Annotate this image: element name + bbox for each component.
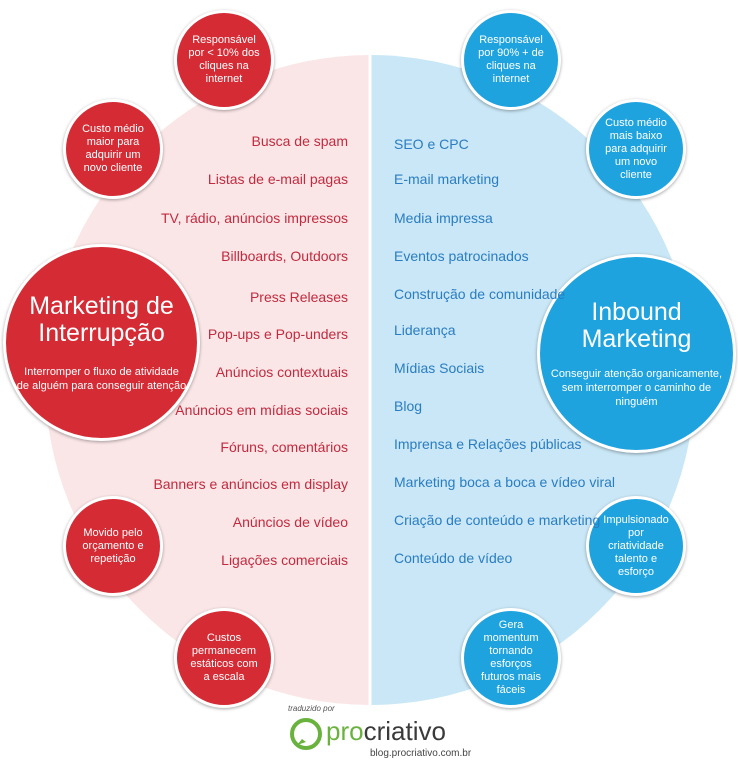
list-item: Media impressa (394, 210, 493, 226)
list-item: Eventos patrocinados (394, 248, 529, 264)
footer-credit: traduzido por procriativo blog.procriati… (288, 704, 488, 770)
interruption-tactics-list: Busca de spam Listas de e-mail pagas TV,… (153, 0, 348, 568)
left-bubble-budget: Movido pelo orçamento e repetição (63, 496, 163, 596)
right-bubble-click-share: Responsável por 90% + de cliques na inte… (461, 10, 561, 110)
list-item: Billboards, Outdoors (221, 248, 348, 264)
list-item: SEO e CPC (394, 136, 469, 152)
right-bubble-cost: Custo médio mais baixo para adquirir um … (586, 99, 686, 199)
translated-by-label: traduzido por (288, 704, 335, 713)
list-item: Listas de e-mail pagas (207, 171, 348, 187)
left-bubble-text: Custo médio maior para adquirir um novo … (82, 123, 144, 174)
procriativo-logo-icon (290, 718, 322, 750)
list-item: Anúncios em mídias sociais (175, 402, 348, 418)
right-bubble-text: Responsável por 90% + de cliques na inte… (478, 34, 544, 85)
left-bubble-cost: Custo médio maior para adquirir um novo … (63, 99, 163, 199)
brand-criativo: criativo (363, 716, 446, 746)
list-item: Criação de conteúdo e marketing (394, 512, 601, 528)
right-bubble-text: Impulsionado por criatividade talento e … (603, 513, 669, 578)
list-item: Fóruns, comentários (220, 439, 348, 455)
inbound-tactics-list: SEO e CPC E-mail marketing Media impress… (394, 0, 615, 566)
left-bubble-click-share: Responsável por < 10% dos cliques na int… (174, 10, 274, 110)
interruption-marketing-circle: Marketing de Interrupção Interromper o f… (3, 244, 200, 441)
inbound-marketing-circle: Inbound Marketing Conseguir atenção orga… (537, 254, 736, 453)
footer-url[interactable]: blog.procriativo.com.br (370, 748, 472, 759)
right-bubble-momentum: Gera momentum tornando esforços futuros … (461, 608, 561, 708)
list-item: Ligações comerciais (221, 552, 348, 568)
interruption-subtitle: Interromper o fluxo de atividade de algu… (16, 365, 187, 392)
list-item: Blog (394, 398, 423, 414)
left-bubble-text: Responsável por < 10% dos cliques na int… (188, 34, 260, 85)
right-bubble-creativity: Impulsionado por criatividade talento e … (586, 496, 686, 596)
list-item: E-mail marketing (394, 171, 500, 187)
list-item: Mídias Sociais (394, 360, 485, 376)
left-bubble-scale: Custos permanecem estáticos com a escala (174, 608, 274, 708)
left-bubble-text: Movido pelo orçamento e repetição (82, 526, 144, 565)
list-item: Construção de comunidade (394, 286, 566, 302)
list-item: Anúncios contextuais (215, 364, 348, 380)
right-bubble-text: Custo médio mais baixo para adquirir um … (605, 116, 667, 181)
list-item: Conteúdo de vídeo (394, 550, 513, 566)
list-item: Pop-ups e Pop-unders (207, 326, 348, 342)
list-item: Press Releases (249, 289, 348, 305)
inbound-subtitle: Conseguir atenção organicamente, sem int… (550, 367, 723, 408)
list-item: Marketing boca a boca e vídeo viral (394, 474, 616, 490)
left-bubble-text: Custos permanecem estáticos com a escala (190, 632, 258, 683)
procriativo-logo-text: procriativo (326, 716, 446, 746)
list-item: Imprensa e Relações públicas (394, 436, 582, 452)
right-bubble-text: Gera momentum tornando esforços futuros … (481, 619, 541, 696)
brand-pro: pro (326, 716, 364, 746)
list-item: Liderança (394, 322, 456, 338)
list-item: Anúncios de vídeo (232, 514, 348, 530)
list-item: Banners e anúncios em display (153, 476, 348, 492)
list-item: TV, rádio, anúncios impressos (160, 210, 348, 226)
inbound-title: Inbound Marketing (581, 297, 692, 353)
list-item: Busca de spam (251, 133, 349, 149)
interruption-title: Marketing de Interrupção (29, 291, 174, 347)
